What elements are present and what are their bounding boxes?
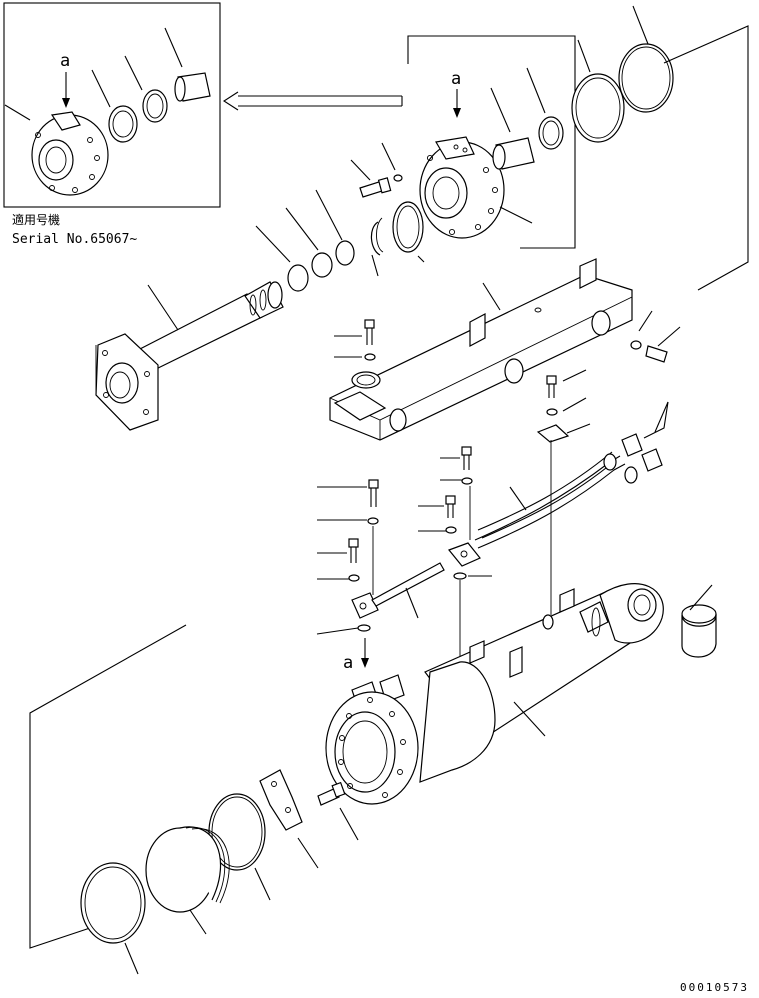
- piston-rod: [95, 281, 284, 431]
- serial-variant-inset: a 適用号機 Serial No.65067~: [3, 2, 221, 247]
- inset-reference-arrow: [222, 91, 403, 111]
- retaining-ring: [370, 221, 381, 256]
- tube-view-letter: a: [343, 653, 353, 673]
- rod-seal-2: [311, 252, 333, 278]
- cylinder-tube: [419, 583, 664, 783]
- o-ring-large: [618, 43, 674, 113]
- head-subassembly: a: [407, 35, 576, 249]
- drawing-number: 00010573: [680, 981, 749, 994]
- pin-bushing: [681, 613, 717, 658]
- steel-tube: [371, 562, 445, 607]
- inset-cylinder-head: [31, 111, 109, 196]
- cylinder-head: [419, 136, 505, 239]
- piston: [145, 826, 230, 935]
- inset-view-arrow: [62, 98, 70, 108]
- inset-title-jp: 適用号機: [12, 212, 60, 227]
- rod-seal-3: [335, 240, 355, 266]
- inset-frame: [3, 2, 221, 208]
- head-view-letter: a: [451, 69, 461, 89]
- piston-ring: [80, 862, 146, 944]
- lock-plate: [259, 769, 319, 869]
- bracket-bolt-right: [630, 310, 681, 363]
- buffer-ring: [392, 201, 424, 253]
- tube-clamp-upper: [418, 446, 492, 660]
- cylinder-head-flange: [325, 674, 419, 805]
- hydraulic-hoses: [474, 401, 669, 549]
- upper-bracket: [329, 258, 633, 441]
- backup-ring: [571, 73, 625, 143]
- bracket-bolt-left: [334, 319, 376, 361]
- rod-seal-1: [287, 264, 309, 292]
- inset-view-letter: a: [60, 51, 70, 71]
- tube-clamp-lower: [316, 479, 445, 635]
- inset-serial-label: Serial No.65067~: [12, 232, 137, 247]
- clamp-bolt: [536, 369, 591, 615]
- lock-bolt: [317, 781, 359, 841]
- head-bolt: [350, 142, 403, 198]
